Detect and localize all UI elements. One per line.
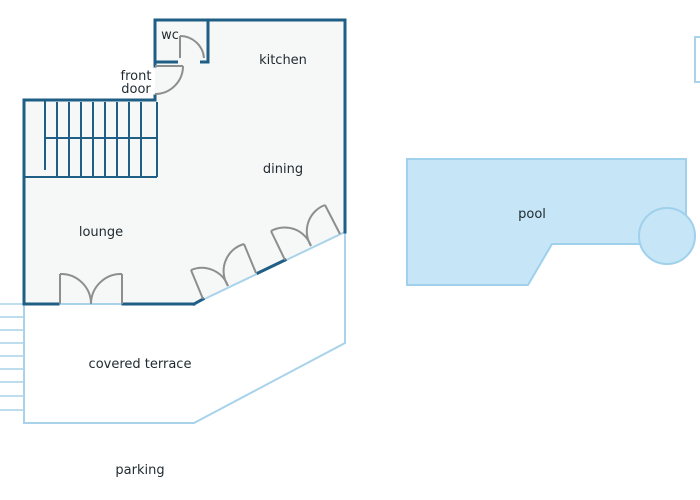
pool (406, 158, 696, 286)
kitchen-french-door (270, 204, 341, 261)
dining-label: dining (263, 162, 303, 177)
covered-terrace-label: covered terrace (89, 357, 192, 372)
lounge-french-door (59, 272, 123, 305)
front-door-label-line2: door (121, 82, 151, 97)
side-steps (0, 303, 24, 411)
dining-french-door (190, 243, 257, 300)
front-door (154, 65, 184, 95)
parking-label: parking (115, 463, 164, 478)
wc-walls (155, 20, 210, 64)
wc-label: wc (161, 28, 179, 43)
house-floor (24, 20, 345, 304)
pool-label: pool (518, 207, 546, 222)
exterior-walls (22, 18, 347, 307)
front-door-label-line1: front (121, 69, 152, 84)
wc-door (179, 34, 205, 59)
kitchen-label: kitchen (259, 53, 307, 68)
staircase (24, 100, 158, 178)
outbuilding-outline (694, 36, 700, 83)
lounge-label: lounge (79, 225, 123, 240)
